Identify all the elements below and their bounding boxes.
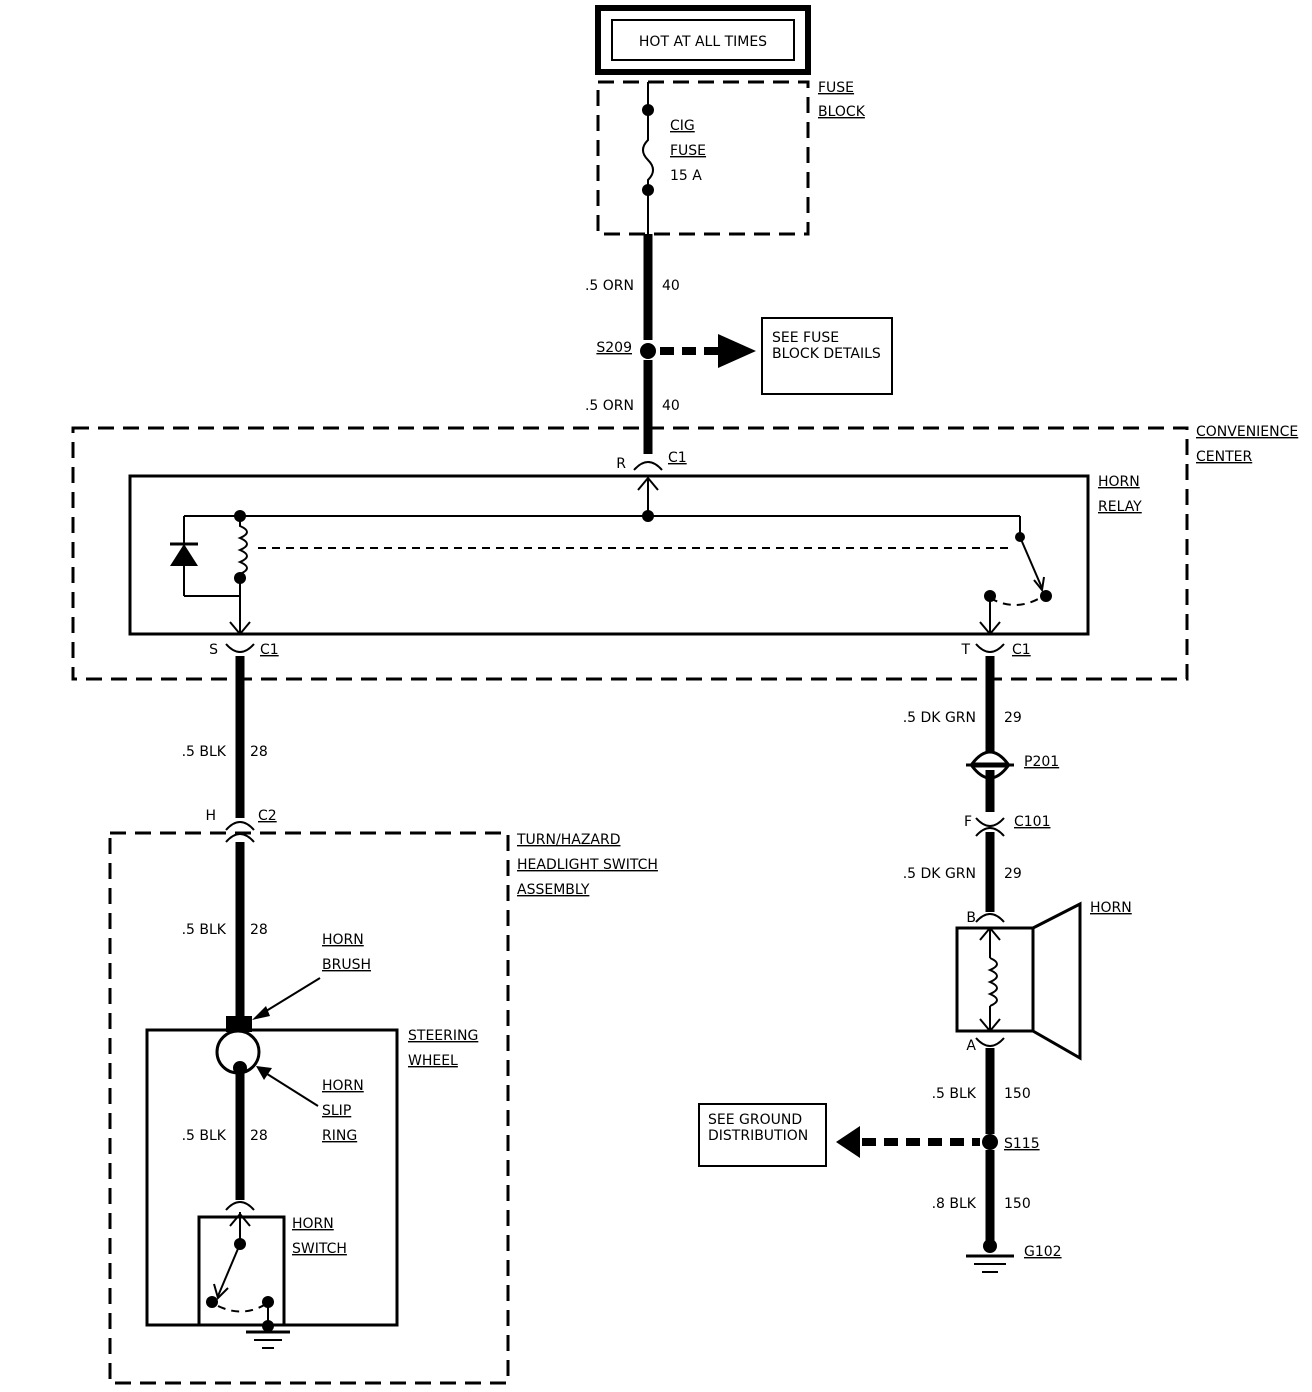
s209-note-1: SEE FUSE [772, 330, 839, 346]
fuse-label-3: 15 A [670, 168, 702, 184]
connector-s-c1: S C1 [209, 642, 279, 658]
horn-coil [987, 957, 998, 1007]
relay-coil [237, 516, 248, 578]
turn-hazard-label-1: TURN/HAZARD [516, 832, 621, 848]
power-source-box: HOT AT ALL TIMES [595, 5, 811, 75]
fuse-label-1: CIG [670, 118, 695, 134]
steering-wheel: STEERING WHEEL [145, 1028, 478, 1327]
slip-ring-label-3: RING [322, 1128, 357, 1144]
horn: B HORN A [955, 900, 1132, 1061]
ground-g102-label: G102 [1024, 1244, 1062, 1260]
splice-s115-label: S115 [1004, 1136, 1040, 1152]
splice-s209-label: S209 [596, 340, 632, 356]
wire-left-3-gauge: .5 BLK [182, 1128, 227, 1144]
fuse-block-label-2: BLOCK [818, 104, 866, 120]
wire-right-3-gauge: .5 BLK [932, 1086, 977, 1102]
fuse-label-2: FUSE [670, 143, 706, 159]
connector-s-conn: C1 [260, 642, 279, 658]
steering-wheel-label-2: WHEEL [408, 1053, 458, 1069]
grommet-p201: P201 [966, 750, 1059, 780]
horn-relay: HORN RELAY [128, 474, 1142, 636]
horn-relay-label-2: RELAY [1098, 499, 1142, 515]
steering-wheel-label-1: STEERING [408, 1028, 478, 1044]
wire-right-2-circuit: 29 [1004, 866, 1022, 882]
s115-arrow [836, 1126, 860, 1158]
power-source-label: HOT AT ALL TIMES [639, 34, 767, 50]
splice-s115: S115 SEE GROUND DISTRIBUTION [698, 1103, 1040, 1167]
connector-t-c1: T C1 [960, 642, 1030, 658]
horn-a-pin: A [966, 1038, 976, 1054]
connector-t-conn: C1 [1012, 642, 1031, 658]
horn-brush-label-2: BRUSH [322, 957, 371, 973]
ground-g102: G102 [966, 1239, 1062, 1273]
turn-hazard-switch-assembly: TURN/HAZARD HEADLIGHT SWITCH ASSEMBLY [108, 831, 658, 1385]
wire-mid-gauge: .5 ORN [585, 398, 634, 414]
wire-left-1-gauge: .5 BLK [182, 744, 227, 760]
wire-right-4-circuit: 150 [1004, 1196, 1031, 1212]
convenience-center-label-2: CENTER [1196, 449, 1252, 465]
wire-left-2-gauge: .5 BLK [182, 922, 227, 938]
connector-r-conn: C1 [668, 450, 687, 466]
connector-f-pin: F [964, 814, 972, 830]
turn-hazard-label-3: ASSEMBLY [517, 882, 590, 898]
horn-bell [1031, 901, 1082, 1061]
grommet-p201-label: P201 [1024, 754, 1059, 770]
horn-switch-label-1: HORN [292, 1216, 334, 1232]
wire-left-2-circuit: 28 [250, 922, 268, 938]
connector-h-conn: C2 [258, 808, 277, 824]
horn-b-pin: B [966, 910, 976, 926]
s115-note-2: DISTRIBUTION [708, 1128, 808, 1144]
convenience-center-label-1: CONVENIENCE [1196, 424, 1298, 440]
splice-s209: S209 SEE FUSE BLOCK DETAILS [596, 317, 893, 395]
connector-t-pin: T [960, 642, 970, 658]
connector-h-pin: H [205, 808, 216, 824]
s209-note-2: BLOCK DETAILS [772, 346, 881, 362]
s209-arrow [718, 334, 756, 368]
turn-hazard-label-2: HEADLIGHT SWITCH [517, 857, 658, 873]
connector-r-c1: R C1 [616, 450, 686, 472]
wire-right-1-gauge: .5 DK GRN [903, 710, 976, 726]
connector-s-pin: S [209, 642, 218, 658]
wire-right-2-gauge: .5 DK GRN [903, 866, 976, 882]
wire-left-3-circuit: 28 [250, 1128, 268, 1144]
slip-ring-label-1: HORN [322, 1078, 364, 1094]
convenience-center: CONVENIENCE CENTER [71, 424, 1298, 681]
diode-symbol [170, 544, 198, 566]
wire-right-1-circuit: 29 [1004, 710, 1022, 726]
fuse-block: FUSE BLOCK CIG FUSE 15 A [596, 80, 866, 236]
wire-top-circuit: 40 [662, 278, 680, 294]
s115-note-1: SEE GROUND [708, 1112, 802, 1128]
horn-label: HORN [1090, 900, 1132, 916]
connector-r-pin: R [616, 456, 626, 472]
connector-f-conn: C101 [1014, 814, 1051, 830]
fuse-symbol [642, 110, 654, 190]
wire-right-4-gauge: .8 BLK [932, 1196, 977, 1212]
horn-brush-label-1: HORN [322, 932, 364, 948]
slip-ring-label-2: SLIP [322, 1103, 351, 1119]
wire-top-gauge: .5 ORN [585, 278, 634, 294]
horn-switch-label-2: SWITCH [292, 1241, 347, 1257]
wire-right-3-circuit: 150 [1004, 1086, 1031, 1102]
fuse-block-label-1: FUSE [818, 80, 854, 96]
horn-brush: HORN BRUSH [226, 932, 371, 1032]
horn-relay-label-1: HORN [1098, 474, 1140, 490]
connector-f-c101: F C101 [964, 814, 1051, 837]
wire-mid-circuit: 40 [662, 398, 680, 414]
wire-left-1-circuit: 28 [250, 744, 268, 760]
horn-switch: HORN SWITCH [197, 1212, 347, 1349]
